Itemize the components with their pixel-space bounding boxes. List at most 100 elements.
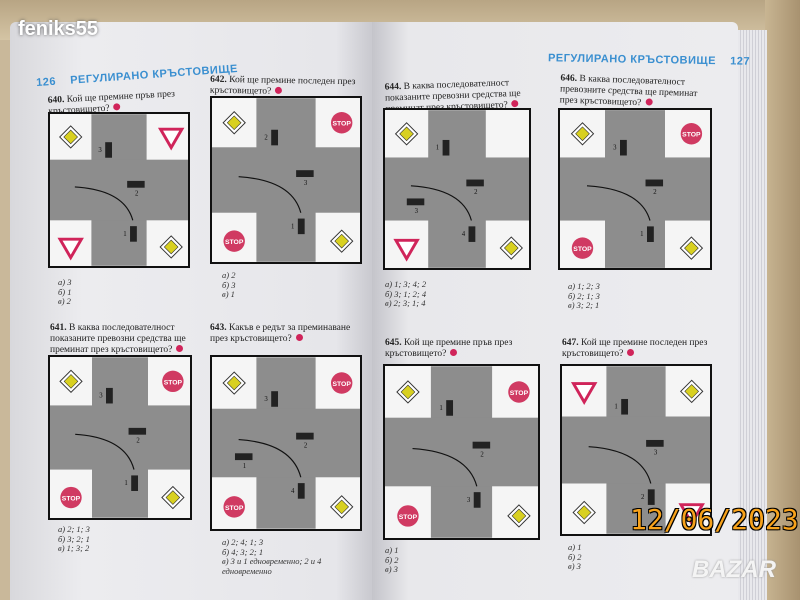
road-horizontal <box>562 416 710 484</box>
vehicle: 2 <box>264 129 279 146</box>
answer-option: в) 3 <box>385 564 398 574</box>
stop-sign-icon: STOP <box>162 370 184 393</box>
vehicle: 3 <box>99 387 113 404</box>
vehicle: 3 <box>406 198 425 215</box>
direction-arrow <box>74 186 134 221</box>
vehicle: 2 <box>127 180 145 197</box>
vehicle-number: 1 <box>436 145 439 152</box>
svg-text:STOP: STOP <box>573 246 592 253</box>
road-horizontal <box>385 417 538 487</box>
vehicle: 2 <box>466 179 484 196</box>
vehicle-number: 2 <box>480 451 484 458</box>
answer-option: б) 2 <box>568 551 582 562</box>
difficulty-dot-icon <box>450 349 458 356</box>
priority-road-sign-icon <box>159 235 183 259</box>
stop-sign-icon: STOP <box>330 372 353 394</box>
question-text: 643. Какъв е редът за преминаване през к… <box>210 323 360 345</box>
watermark-logo: feniks55 <box>18 18 99 40</box>
vehicle-number: 1 <box>124 480 127 487</box>
priority-road-sign-icon <box>570 122 595 146</box>
answer-option: б) 2; 1; 3 <box>568 290 600 301</box>
direction-arrow <box>588 446 652 484</box>
answer-option: в) 3 и 1 едновременно; 2 и 4 едновременн… <box>222 556 322 576</box>
question-label: Кой ще премине пръв през кръстовището? <box>385 338 513 359</box>
direction-arrow <box>412 447 478 487</box>
vehicle: 1 <box>439 400 454 416</box>
priority-road-sign-icon <box>394 122 419 146</box>
stop-sign-icon: STOP <box>571 237 594 259</box>
road-horizontal <box>212 408 360 478</box>
vehicle: 2 <box>641 489 655 505</box>
priority-road-sign-icon <box>59 369 83 394</box>
difficulty-dot-icon <box>295 334 303 341</box>
stop-sign-icon: STOP <box>680 123 703 145</box>
priority-road-sign-icon <box>679 379 704 404</box>
answer-option: а) 3 <box>58 277 72 287</box>
road-horizontal <box>212 147 360 213</box>
svg-text:STOP: STOP <box>510 390 529 397</box>
question-number: 640. <box>47 95 65 106</box>
page-number: 127 <box>730 55 751 68</box>
vehicle: 4 <box>462 226 476 242</box>
priority-road-sign-icon <box>59 125 83 149</box>
road-horizontal <box>385 157 529 221</box>
page-edges <box>735 30 767 600</box>
question-text: 647. Кой ще премине последен през кръсто… <box>562 338 712 360</box>
answer-option: б) 3; 2; 1 <box>58 533 90 544</box>
question-number: 645. <box>385 338 402 348</box>
vehicle-number: 3 <box>98 147 102 154</box>
answer-option: в) 3 <box>568 561 581 571</box>
vehicle: 1 <box>234 453 253 470</box>
vehicle-number: 3 <box>99 393 103 400</box>
page-number: 126 <box>35 75 57 90</box>
yield-sign-icon <box>678 503 705 527</box>
vehicle-number: 4 <box>291 488 295 495</box>
bazar-logo: BAZAR <box>692 556 776 583</box>
stop-sign-icon: STOP <box>330 112 353 134</box>
difficulty-dot-icon <box>176 345 184 352</box>
vehicle: 2 <box>128 427 147 444</box>
vehicle: 3 <box>613 139 627 156</box>
question-number: 646. <box>560 73 578 84</box>
yield-sign-icon <box>57 237 84 261</box>
vehicle: 1 <box>124 475 139 491</box>
answer-option: б) 2 <box>385 554 399 565</box>
answer-option: а) 1; 3; 4; 2 <box>385 279 427 289</box>
intersection-diagram: 1 2 4 3 <box>383 108 531 270</box>
question-text: 641. В каква последователност показаните… <box>50 323 200 356</box>
priority-road-sign-icon <box>507 504 531 528</box>
vehicle-number: 2 <box>135 190 139 197</box>
vehicle: 3 <box>467 492 481 508</box>
priority-road-sign-icon <box>222 111 246 135</box>
yield-sign-icon <box>393 238 420 262</box>
vehicle: 4 <box>291 483 305 499</box>
question-label: В каква последователност превозните сред… <box>559 74 698 109</box>
vehicle-number: 1 <box>439 405 442 412</box>
direction-arrow <box>586 185 651 221</box>
answer-option: б) 4; 3; 2; 1 <box>222 546 264 557</box>
vehicle: 1 <box>436 139 450 156</box>
direction-arrow <box>75 433 135 470</box>
question-text: 646. В каква последователност превозните… <box>559 73 710 111</box>
road-horizontal <box>50 405 190 470</box>
vehicle: 3 <box>98 142 113 158</box>
road-horizontal <box>560 157 710 221</box>
question-label: Какъв е редът за преминаване през кръсто… <box>210 323 351 344</box>
vehicle-number: 1 <box>614 404 617 411</box>
vehicle-number: 1 <box>243 463 246 470</box>
answer-option: а) 1; 2; 3 <box>568 281 600 291</box>
answer-option: а) 1 <box>568 542 582 552</box>
vehicle: 1 <box>291 218 305 235</box>
difficulty-dot-icon <box>113 103 121 111</box>
